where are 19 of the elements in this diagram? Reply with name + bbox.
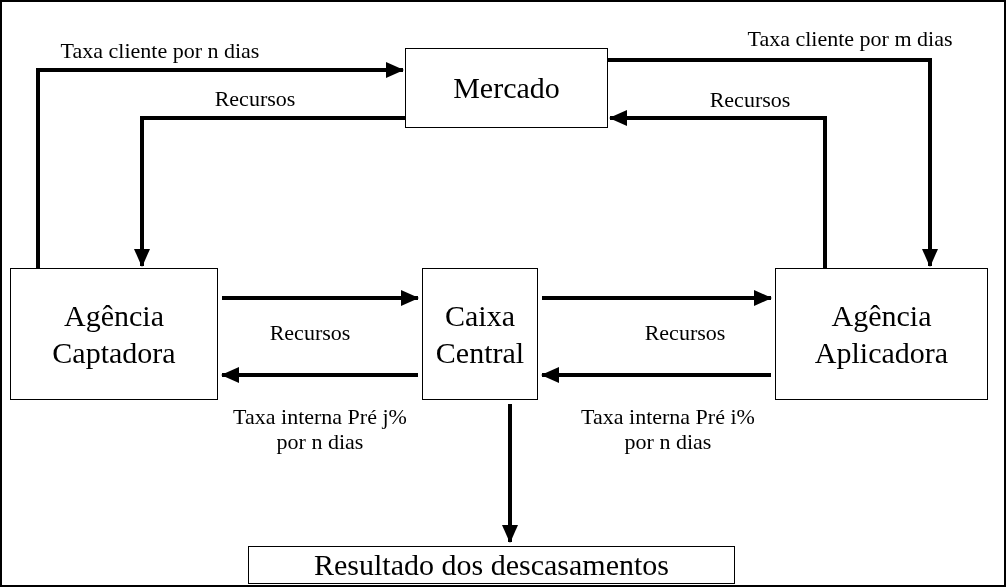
arrow bbox=[541, 367, 771, 383]
arrow bbox=[502, 404, 518, 543]
node-label: Agência Aplicadora bbox=[813, 297, 950, 371]
node-label: Caixa Central bbox=[434, 297, 526, 371]
process-box bbox=[248, 546, 735, 584]
process-box bbox=[422, 268, 538, 400]
node-label: Mercado bbox=[453, 70, 560, 107]
arrow bbox=[542, 290, 772, 306]
process-box bbox=[10, 268, 218, 400]
node-label: Resultado dos descasamentos bbox=[314, 547, 669, 584]
process-box bbox=[405, 48, 608, 128]
arrow bbox=[222, 290, 419, 306]
node-label: Agência Captadora bbox=[51, 297, 177, 371]
arrow bbox=[608, 58, 938, 267]
arrow bbox=[36, 62, 404, 268]
process-box bbox=[775, 268, 988, 400]
arrow bbox=[221, 367, 418, 383]
arrow bbox=[609, 110, 827, 268]
arrow bbox=[134, 116, 405, 267]
